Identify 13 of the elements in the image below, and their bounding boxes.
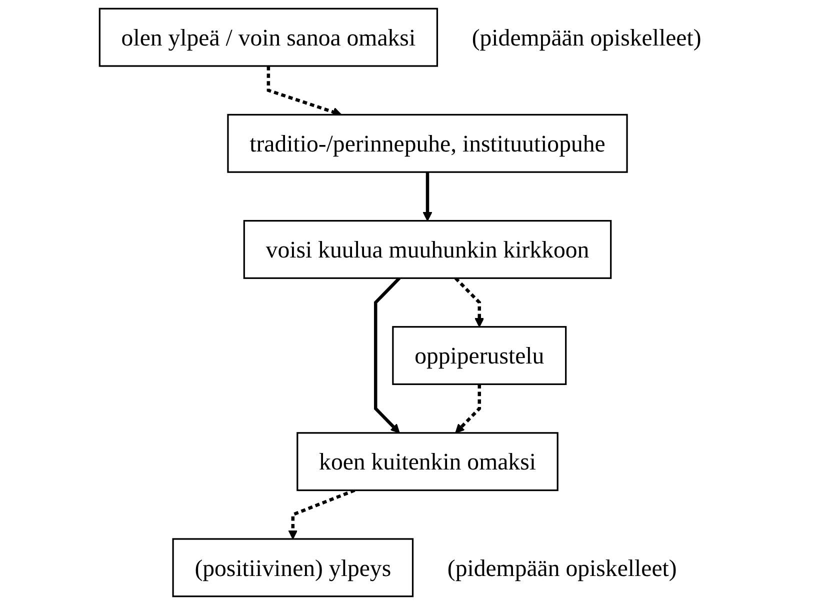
arrow	[422, 172, 432, 222]
arrow	[454, 384, 481, 434]
node-label: (pidempään opiskelleet)	[447, 554, 677, 582]
arrow	[288, 488, 355, 540]
arrow	[454, 277, 484, 328]
node-box: olen ylpeä / voin sanoa omaksi	[98, 8, 438, 67]
node-box: (positiivinen) ylpeys	[172, 538, 414, 598]
node-box: oppiperustelu	[392, 326, 566, 386]
arrow	[374, 277, 400, 434]
node-box: traditio-/perinnepuhe, instituutiopuhe	[226, 114, 628, 173]
node-label: (pidempään opiskelleet)	[472, 24, 701, 51]
node-box: koen kuitenkin omaksi	[296, 432, 558, 492]
node-box: voisi kuulua muuhunkin kirkkoon	[243, 220, 612, 279]
